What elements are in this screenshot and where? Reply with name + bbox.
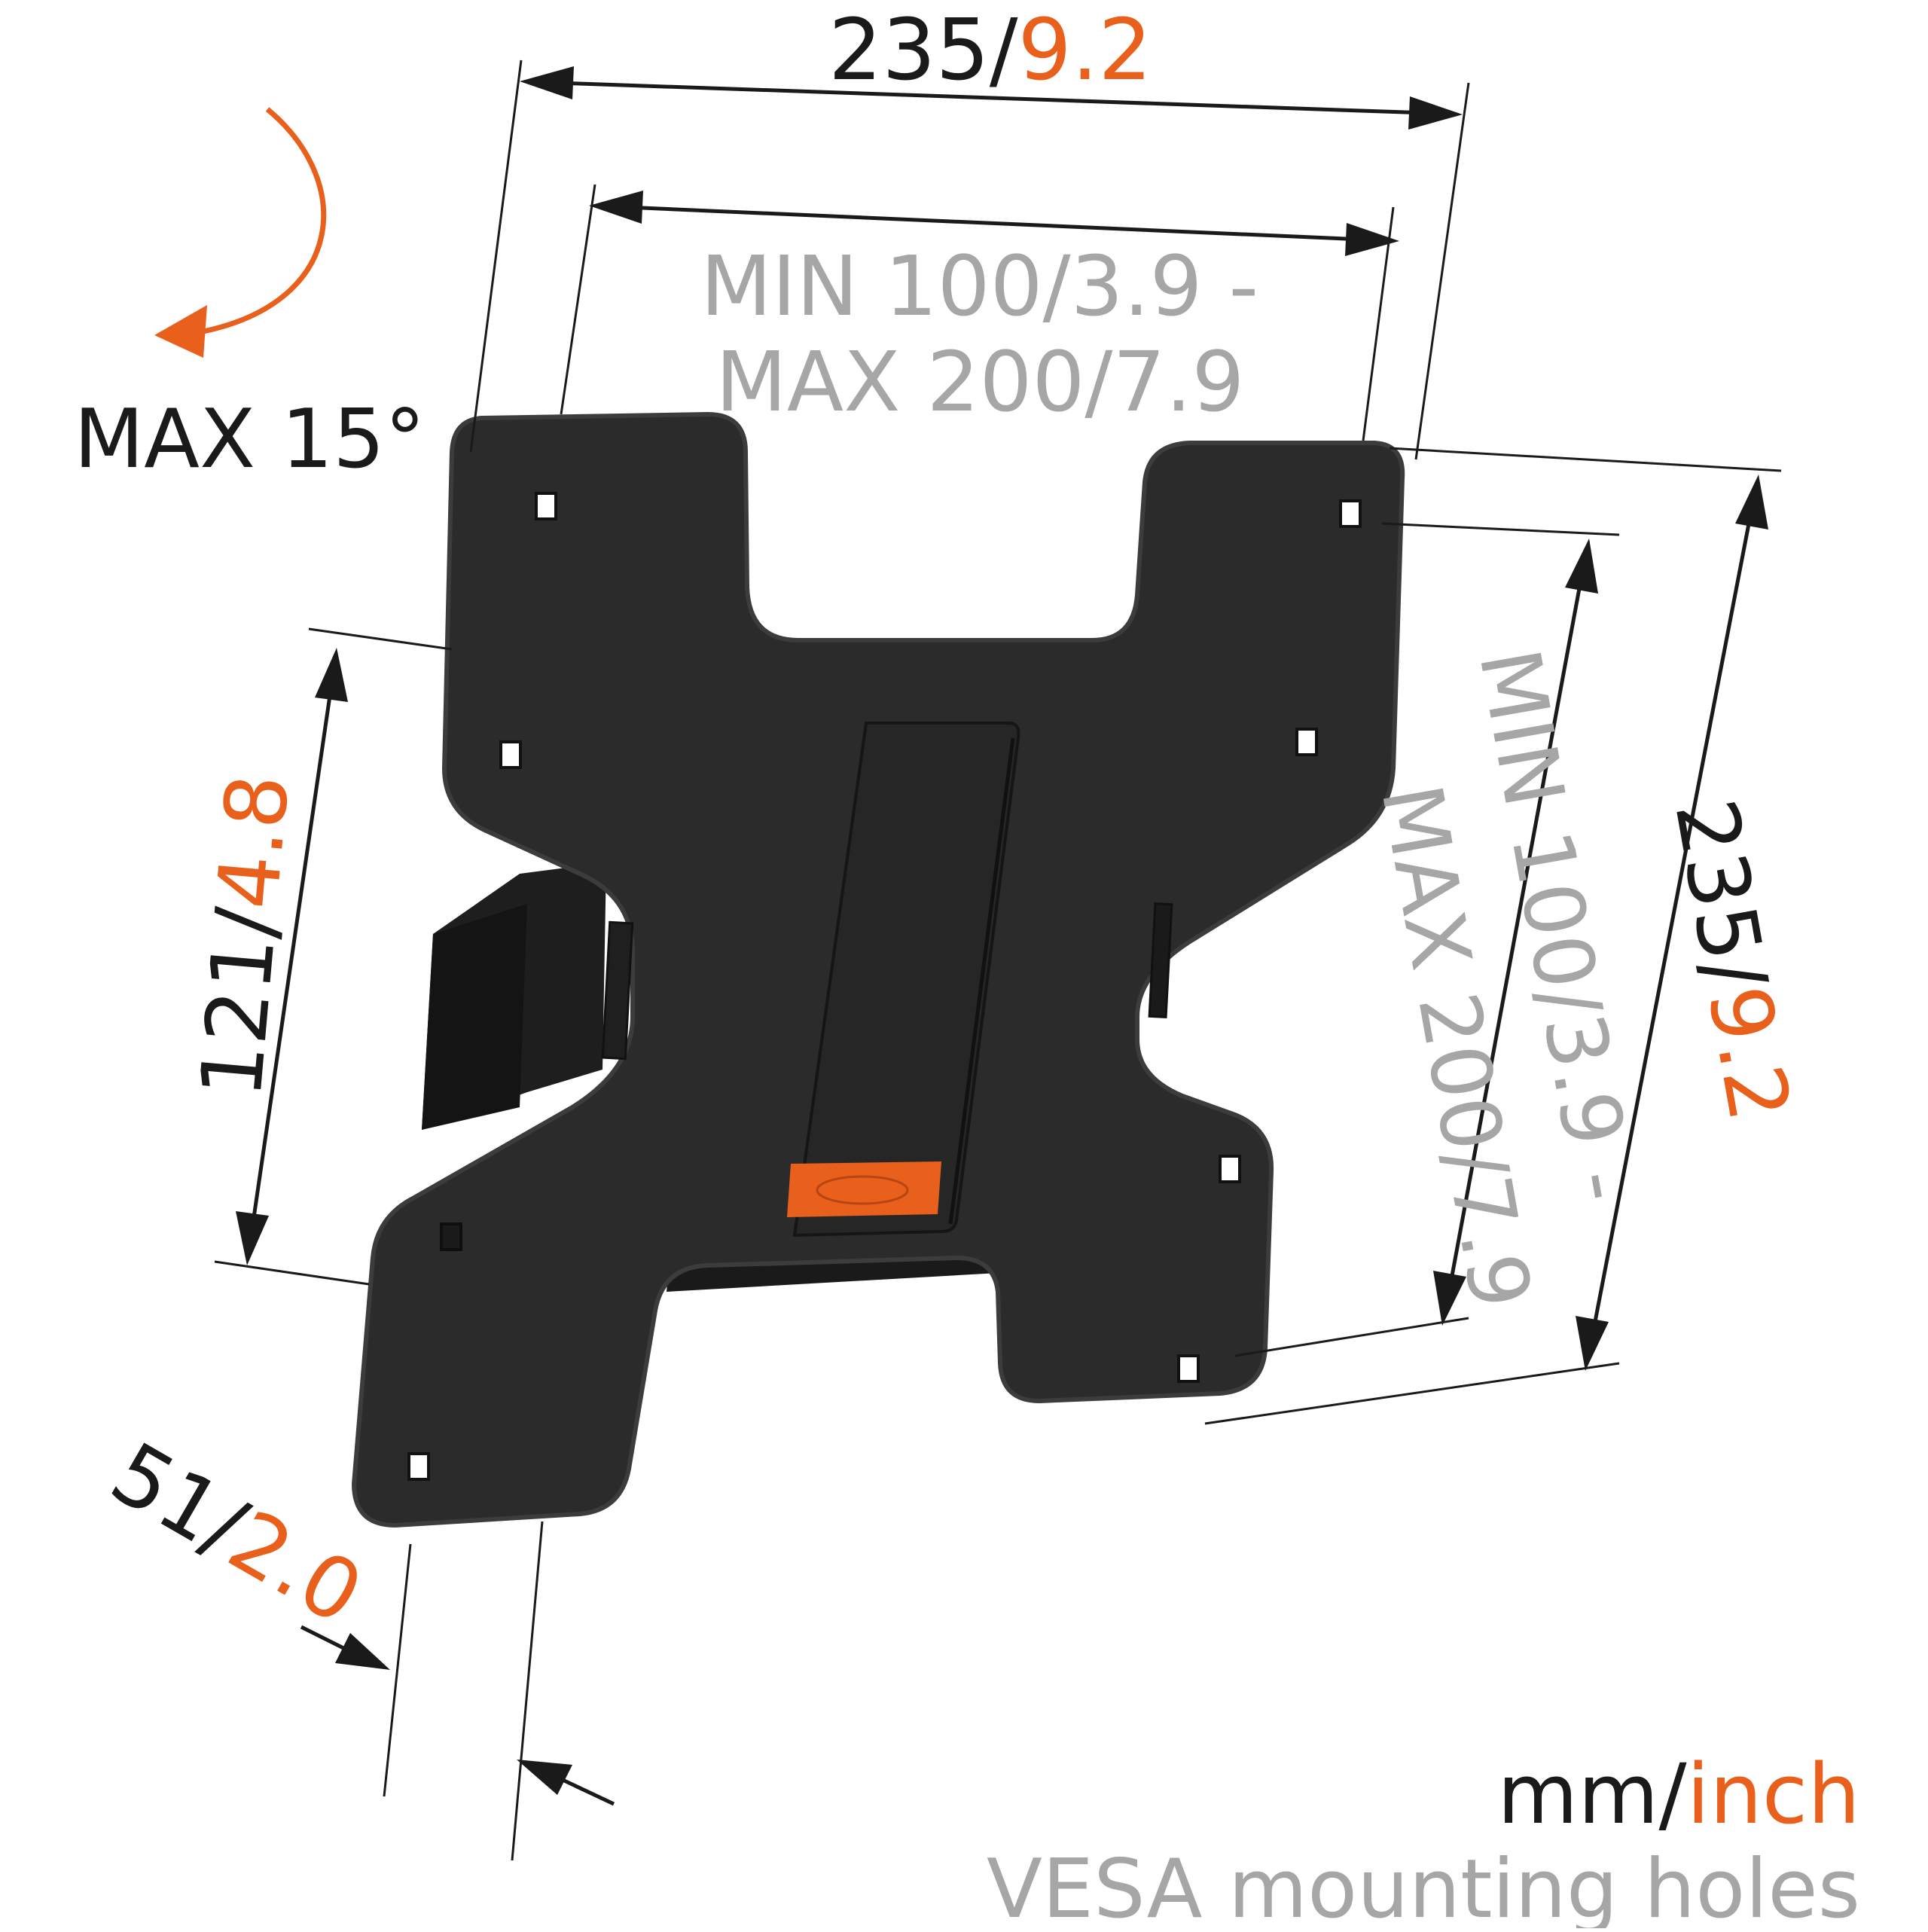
square-hole-icon (1339, 499, 1362, 528)
mount-plate (351, 411, 1405, 1528)
depth-dimension (300, 1521, 615, 1861)
width-overall-dimension (469, 60, 1470, 460)
square-hole-icon (499, 740, 522, 769)
width-overall-label: 235/9.2 (828, 2, 1152, 99)
square-hole-icon (407, 1452, 430, 1481)
height-overall-dimension (1204, 447, 1782, 1425)
wall-plate-label: 121/4.8 (182, 771, 308, 1101)
width-vesa-dimension (560, 184, 1399, 441)
vesa-holes (407, 492, 1362, 1481)
height-overall-label: 235/9.2 (1655, 792, 1808, 1128)
width-vesa-line2: MAX 200/7.9 (715, 334, 1244, 430)
curved-arrow-icon (154, 107, 327, 358)
square-hole-icon (535, 492, 557, 520)
width-vesa-line1: MIN 100/3.9 - (700, 238, 1258, 334)
square-hole-icon (1177, 1354, 1200, 1383)
square-hole-icon (1295, 728, 1318, 756)
depth-label: 51/2.0 (96, 1424, 378, 1644)
wall-plate-dimension (214, 627, 453, 1286)
square-hole-icon (1219, 1155, 1241, 1183)
height-vesa-dimension (1234, 522, 1620, 1357)
units-legend: mm/inch (1497, 1746, 1860, 1842)
vesa-caption: VESA mounting holes (987, 1842, 1860, 1928)
square-hole-icon (440, 1222, 462, 1251)
tilt-label: MAX 15° (74, 392, 426, 487)
